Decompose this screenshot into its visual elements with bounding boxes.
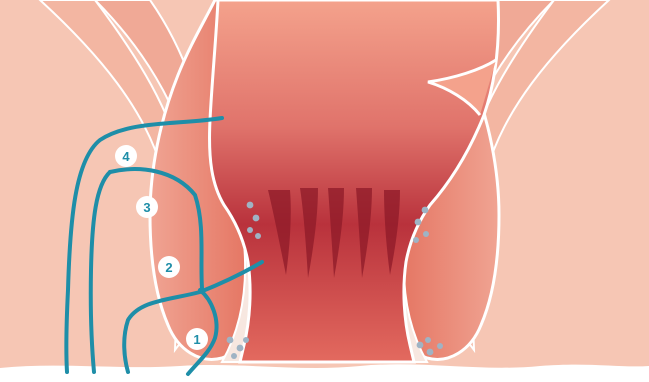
label-badge-2: 2 <box>158 256 180 278</box>
label-badge-3: 3 <box>136 196 158 218</box>
label-2-text: 2 <box>165 260 172 275</box>
label-3-text: 3 <box>143 200 150 215</box>
label-badge-1: 1 <box>186 328 208 350</box>
label-1-text: 1 <box>193 332 200 347</box>
label-badge-4: 4 <box>115 145 137 167</box>
label-4-text: 4 <box>122 149 130 164</box>
